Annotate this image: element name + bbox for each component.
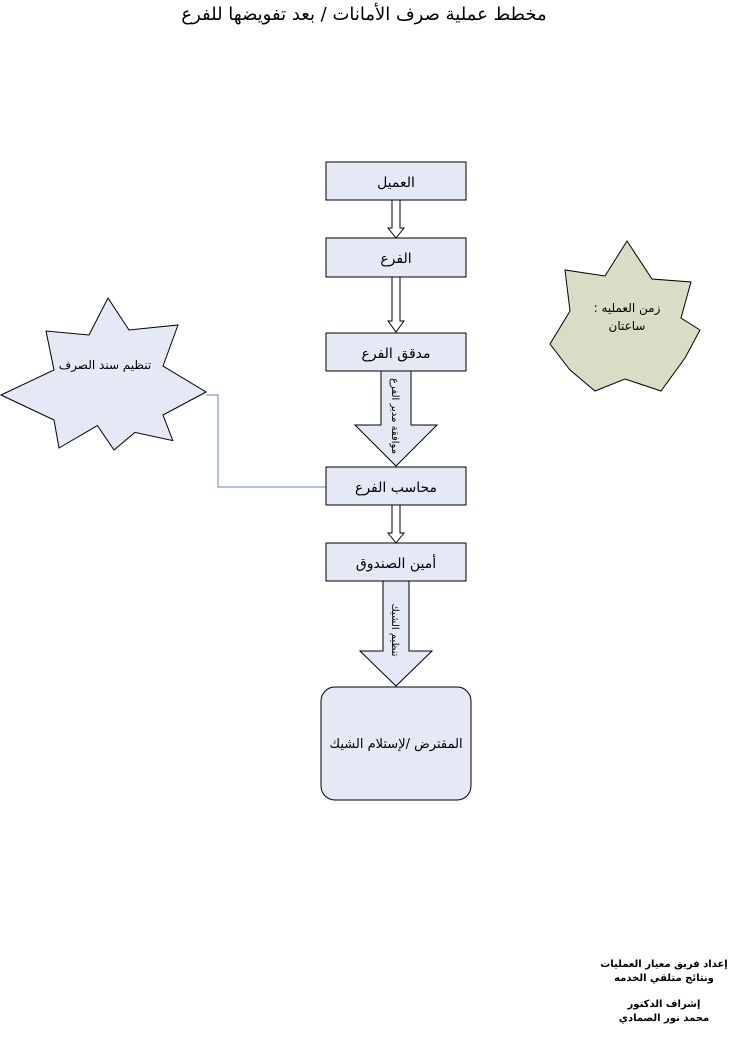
box-branch-accountant: [325, 466, 467, 506]
page-title: مخطط عملية صرف الأمانات / بعد تفويضها لل…: [181, 4, 547, 25]
credits-prepared-line1: إعداد فريق معيار العمليات: [600, 959, 728, 970]
label-client: العميل: [377, 175, 415, 191]
label-branch-accountant: محاسب الفرع: [355, 480, 437, 496]
star-duration: [549, 240, 701, 392]
credits-footer: إعداد فريق معيار العمليات ونتائج متلقي ا…: [600, 958, 728, 1026]
star-voucher: [0, 297, 208, 451]
label-duration-line1: زمن العمليه :: [594, 301, 661, 316]
arrow-branch-auditor: [387, 276, 405, 333]
arrow-client-branch: [386, 199, 406, 239]
box-client: [325, 161, 467, 201]
label-branch-auditor: مدقق الفرع: [362, 346, 431, 362]
box-branch-auditor: [325, 332, 467, 372]
connector-voucher-accountant: [206, 394, 326, 488]
label-branch: الفرع: [380, 251, 411, 267]
credits-supervision-line2: محمد نور الصمادي: [618, 1013, 710, 1024]
arrow-manager-approval: [353, 370, 439, 467]
arrow-check-preparation: [358, 580, 434, 687]
label-check-preparation: تنظيم الشيك: [389, 603, 400, 656]
box-borrower: [320, 686, 472, 801]
credits-prepared-line2: ونتائج متلقي الخدمه: [614, 973, 714, 984]
label-cashier: أمين الصندوق: [356, 554, 436, 572]
label-duration-line2: ساعتان: [609, 319, 646, 333]
label-borrower: المقترض /لإستلام الشيك: [329, 737, 462, 752]
credits-supervision-line1: إشراف الدكتور: [627, 999, 701, 1010]
label-voucher: تنظيم سند الصرف: [59, 358, 151, 373]
arrow-accountant-cashier: [386, 504, 406, 544]
label-manager-approval: موافقة مدير الفرع: [389, 378, 400, 454]
